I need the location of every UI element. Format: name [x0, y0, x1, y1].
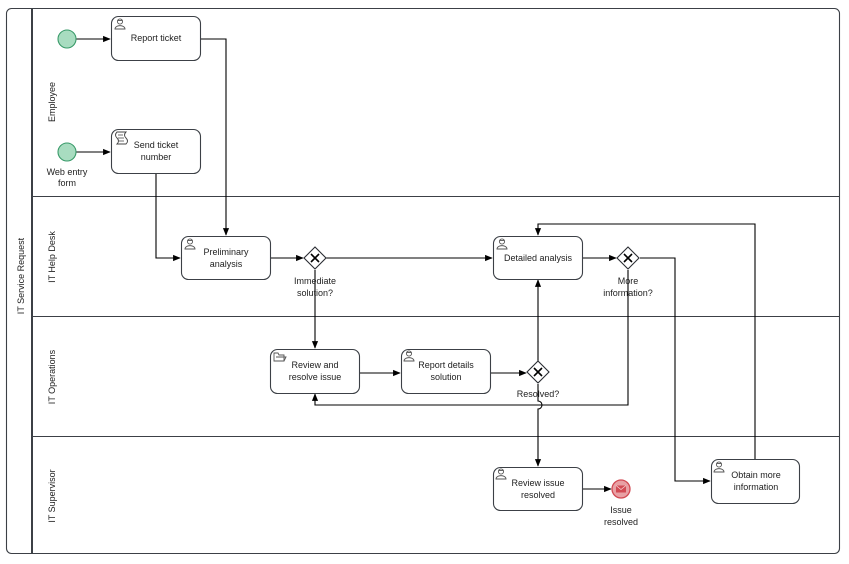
gateway-resolved[interactable]: Resolved?: [517, 360, 560, 399]
task-label: solution: [430, 372, 461, 382]
exclusive-gateway-icon: [310, 253, 320, 263]
start-event-web-form[interactable]: Web entry form: [47, 142, 88, 188]
lane-label-help-desk: IT Help Desk: [47, 231, 57, 283]
gateway-label: Resolved?: [517, 389, 560, 399]
task-label: Review issue: [511, 478, 564, 488]
task-send-ticket-number[interactable]: Send ticket number: [110, 128, 202, 175]
task-review-issue-resolved[interactable]: Review issue resolved: [492, 466, 584, 512]
exclusive-gateway-icon: [623, 253, 633, 263]
task-detailed-analysis[interactable]: Detailed analysis: [492, 235, 584, 281]
task-label: Detailed analysis: [504, 253, 573, 263]
pool-label: IT Service Request: [16, 237, 26, 314]
task-label: resolved: [521, 490, 555, 500]
task-obtain-more-information[interactable]: Obtain more information: [710, 458, 801, 505]
lane-label-supervisor: IT Supervisor: [47, 469, 57, 522]
task-label: Report details: [418, 360, 474, 370]
pool[interactable]: IT Service Request: [5, 7, 841, 555]
flow-obtain-to-detailed[interactable]: [534, 223, 756, 459]
sequence-flows: [76, 35, 756, 493]
flow-more-info-yes[interactable]: [640, 257, 711, 485]
task-report-details-solution[interactable]: Report details solution: [400, 348, 492, 395]
lane-help-desk[interactable]: IT Help Desk: [47, 231, 57, 283]
task-label: analysis: [210, 259, 243, 269]
gateway-label: More: [618, 276, 639, 286]
lane-operations[interactable]: IT Operations: [47, 349, 57, 404]
task-label: Send ticket: [134, 140, 179, 150]
end-event-label: resolved: [604, 517, 638, 527]
lane-label-employee: Employee: [47, 82, 57, 122]
gateway-immediate-solution[interactable]: Immediate solution?: [294, 246, 336, 298]
end-event-issue-resolved[interactable]: Issue resolved: [604, 479, 638, 527]
end-event-label: Issue: [610, 505, 632, 515]
start-event[interactable]: [57, 29, 77, 49]
gateway-label: solution?: [297, 288, 333, 298]
gateway-label: Immediate: [294, 276, 336, 286]
flow-report-to-preliminary[interactable]: [200, 38, 230, 236]
task-preliminary-analysis[interactable]: Preliminary analysis: [180, 235, 272, 281]
exclusive-gateway-icon: [533, 367, 543, 377]
task-label: Review and: [291, 360, 338, 370]
lane-employee[interactable]: Employee: [47, 82, 57, 122]
task-label: information: [734, 482, 779, 492]
task-report-ticket[interactable]: Report ticket: [110, 15, 202, 62]
pool-border: [5, 7, 841, 555]
manual-task-icon: [273, 352, 287, 362]
script-task-icon: [115, 131, 128, 145]
task-label: Obtain more: [731, 470, 781, 480]
task-label: Preliminary: [203, 247, 249, 257]
task-label: resolve issue: [289, 372, 342, 382]
task-review-and-resolve-issue[interactable]: Review and resolve issue: [269, 348, 361, 395]
lane-label-operations: IT Operations: [47, 349, 57, 404]
flow-send-to-preliminary[interactable]: [155, 173, 181, 262]
gateway-more-information[interactable]: More information?: [603, 246, 653, 298]
task-label: Report ticket: [131, 33, 182, 43]
task-label: number: [141, 152, 172, 162]
gateway-label: information?: [603, 288, 653, 298]
lane-supervisor[interactable]: IT Supervisor: [47, 469, 57, 522]
start-event-label: form: [58, 178, 76, 188]
flow-more-info-no[interactable]: [311, 270, 629, 406]
start-event-label: Web entry: [47, 167, 88, 177]
